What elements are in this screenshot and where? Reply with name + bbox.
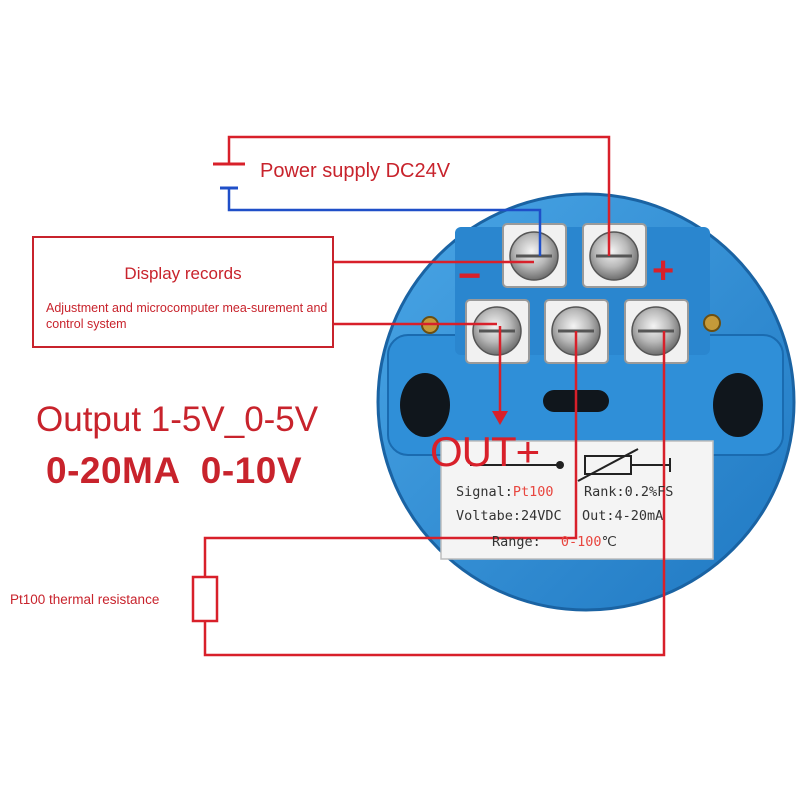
power-supply-label: Power supply DC24V [260, 160, 451, 182]
pt100-wires [191, 331, 666, 657]
mount-hole-left [400, 373, 450, 437]
display-records-box: Display records Adjustment and microcomp… [32, 236, 334, 348]
label-signal: Signal:Pt100 [456, 484, 554, 500]
out-plus-label: OUT+ [430, 428, 540, 475]
display-records-title: Display records [124, 264, 242, 283]
pt100-resistor-symbol [191, 575, 219, 623]
signal-key: Signal: [456, 484, 513, 500]
minus-terminal-mark: − [458, 254, 482, 298]
display-records-desc: Adjustment and microcomputer mea-suremen… [46, 301, 328, 331]
output-range-line2: 0-20MA 0-10V [46, 450, 303, 491]
terminal-out [465, 299, 530, 364]
pt100-label: Pt100 thermal resistance [10, 592, 160, 607]
terminal-block [465, 223, 689, 364]
range-key: Range: [492, 534, 541, 550]
label-rank: Rank:0.2%FS [584, 484, 674, 500]
label-out: Out:4-20mA [582, 508, 664, 524]
terminal-minus [502, 223, 567, 288]
output-range-line1: Output 1-5V_0-5V [36, 400, 319, 439]
signal-value: Pt100 [512, 484, 554, 500]
terminal-rtd-b [624, 299, 689, 364]
display-wires [334, 260, 534, 425]
mount-hole-right [713, 373, 763, 437]
range-unit: ℃ [601, 534, 617, 550]
power-wires [213, 135, 611, 256]
terminal-plus [582, 223, 647, 288]
plus-terminal-mark: + [652, 250, 675, 292]
label-voltage: Voltabe:24VDC [456, 508, 562, 524]
range-value: 0-100 [560, 534, 602, 550]
label-range: Range: 0-100℃ [492, 534, 617, 550]
